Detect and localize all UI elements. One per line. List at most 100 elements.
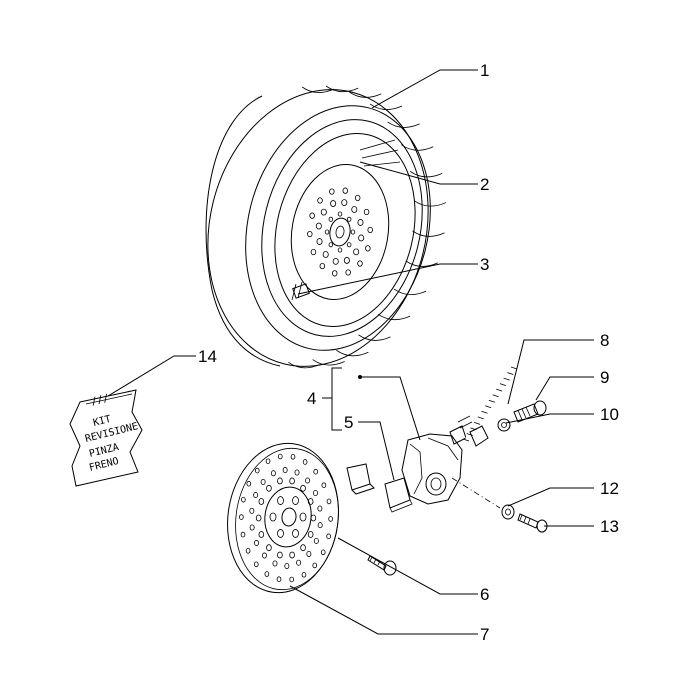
wheel-disc-hole bbox=[367, 226, 373, 234]
brake-disc-hole bbox=[294, 469, 300, 476]
brake-disc-hole bbox=[246, 480, 252, 487]
wheel-disc-hole bbox=[330, 200, 337, 207]
brake-disc-hole bbox=[300, 544, 306, 552]
wheel-disc-hole bbox=[351, 206, 358, 213]
hose-braid-tick bbox=[485, 405, 492, 409]
wheel-disc-hole bbox=[341, 199, 348, 206]
wheel-disc-hole bbox=[337, 211, 343, 217]
callout-5: 5 bbox=[344, 413, 353, 432]
brake-disc-hole bbox=[300, 484, 306, 492]
brake-disc-hole bbox=[302, 459, 308, 465]
wheel-disc-hole bbox=[322, 251, 329, 258]
brake-disc-hole bbox=[290, 453, 296, 460]
tread-groove bbox=[412, 230, 445, 237]
wheel-disc-hole bbox=[315, 222, 322, 230]
wheel-disc-hole bbox=[309, 212, 315, 219]
banjo-bolt-shape bbox=[513, 400, 547, 423]
brake-disc-hole bbox=[320, 549, 326, 556]
brake-disc-hole bbox=[313, 468, 319, 475]
brake-disc-hole bbox=[301, 571, 307, 578]
tread-groove bbox=[325, 85, 359, 93]
wheel-assembly bbox=[205, 85, 447, 369]
kit-bag-mark: /// bbox=[90, 393, 110, 408]
brake-disc-hole bbox=[261, 552, 267, 559]
caliper-screw-shape bbox=[517, 513, 548, 533]
wheel-disc-hole bbox=[329, 188, 335, 195]
brake-disc-hole bbox=[321, 482, 327, 489]
tread-groove bbox=[393, 288, 427, 295]
brake-disc-hole bbox=[313, 489, 318, 496]
brake-disc-hole bbox=[284, 562, 290, 569]
brake-disc-hole bbox=[276, 576, 282, 583]
brake-disc-hole bbox=[253, 561, 259, 568]
brake-disc-hole bbox=[282, 467, 288, 474]
wheel-disc-hole bbox=[357, 260, 363, 267]
hose-braid-tick bbox=[503, 377, 510, 381]
brake-disc-shape bbox=[227, 442, 339, 594]
wheel-disc-hole bbox=[350, 229, 356, 235]
wheel-disc-hole bbox=[342, 187, 349, 194]
wheel-disc-hole bbox=[353, 248, 360, 256]
brake-disc-hole bbox=[240, 531, 246, 538]
callout-4: 4 bbox=[307, 389, 316, 408]
wheel-disc-hole bbox=[316, 238, 323, 245]
washer-shape bbox=[501, 504, 515, 520]
brake-disc-hole bbox=[277, 477, 283, 485]
callout-10: 10 bbox=[600, 405, 619, 424]
tread-groove bbox=[358, 334, 391, 341]
brake-disc-hole bbox=[266, 544, 272, 552]
brake-disc-hole bbox=[241, 496, 246, 503]
brake-disc-hole bbox=[328, 516, 333, 522]
wheel-disc-hole bbox=[337, 247, 343, 253]
brake-disc-hole bbox=[239, 514, 244, 520]
callout-3: 3 bbox=[480, 255, 489, 274]
wheel-disc-hole bbox=[345, 269, 351, 276]
wheel-disc-hole bbox=[365, 245, 371, 252]
tread-groove bbox=[336, 349, 369, 357]
callout-7: 7 bbox=[480, 625, 489, 644]
brake-disc-slot bbox=[292, 496, 299, 505]
brake-disc-hole bbox=[253, 492, 259, 499]
callout-1: 1 bbox=[480, 61, 489, 80]
brake-disc-hole bbox=[326, 498, 332, 505]
brake-disc-hole bbox=[305, 477, 311, 484]
wheel-disc-hole bbox=[363, 208, 370, 216]
wheel-disc-hole bbox=[328, 216, 334, 222]
tyre-valve-shape bbox=[291, 281, 310, 301]
callout-numbers: 1 2 3 4 5 6 7 8 9 10 12 13 14 bbox=[198, 61, 619, 644]
callout-13: 13 bbox=[600, 517, 619, 536]
wheel-disc-hole bbox=[328, 242, 334, 248]
brake-disc-hole bbox=[255, 514, 262, 522]
brake-pads-shape bbox=[346, 463, 413, 513]
hose-braid-tick bbox=[488, 399, 495, 403]
brake-disc-hole bbox=[260, 478, 266, 485]
brake-disc-hole bbox=[310, 514, 317, 522]
hose-braid-tick bbox=[481, 410, 488, 414]
tread-groove bbox=[348, 91, 382, 98]
brake-disc-hole bbox=[258, 531, 265, 538]
brake-disc-hole bbox=[254, 467, 260, 474]
disc-screw-shape bbox=[367, 555, 397, 576]
wheel-disc-hole bbox=[319, 262, 326, 270]
brake-disc-hole bbox=[270, 470, 276, 477]
brake-caliper-shape bbox=[401, 415, 473, 505]
wheel-disc-hole bbox=[343, 257, 350, 264]
tread-groove bbox=[301, 86, 335, 93]
wheel-disc-hole bbox=[332, 258, 339, 265]
brake-disc-hole bbox=[296, 559, 302, 566]
brake-disc-hole bbox=[307, 531, 314, 538]
brake-disc-hole bbox=[245, 547, 251, 554]
tread-groove bbox=[369, 103, 403, 110]
tread-groove bbox=[413, 200, 447, 207]
brake-disc-hole bbox=[277, 453, 283, 460]
brake-disc-slot bbox=[269, 512, 277, 522]
brake-disc-hole bbox=[266, 484, 272, 492]
tread-groove bbox=[409, 171, 443, 178]
brake-disc-hole bbox=[317, 522, 323, 529]
brake-disc-hole bbox=[313, 537, 319, 544]
callout-2: 2 bbox=[480, 175, 489, 194]
brake-disc-hole bbox=[289, 576, 295, 583]
brake-disc-hole bbox=[249, 507, 255, 514]
